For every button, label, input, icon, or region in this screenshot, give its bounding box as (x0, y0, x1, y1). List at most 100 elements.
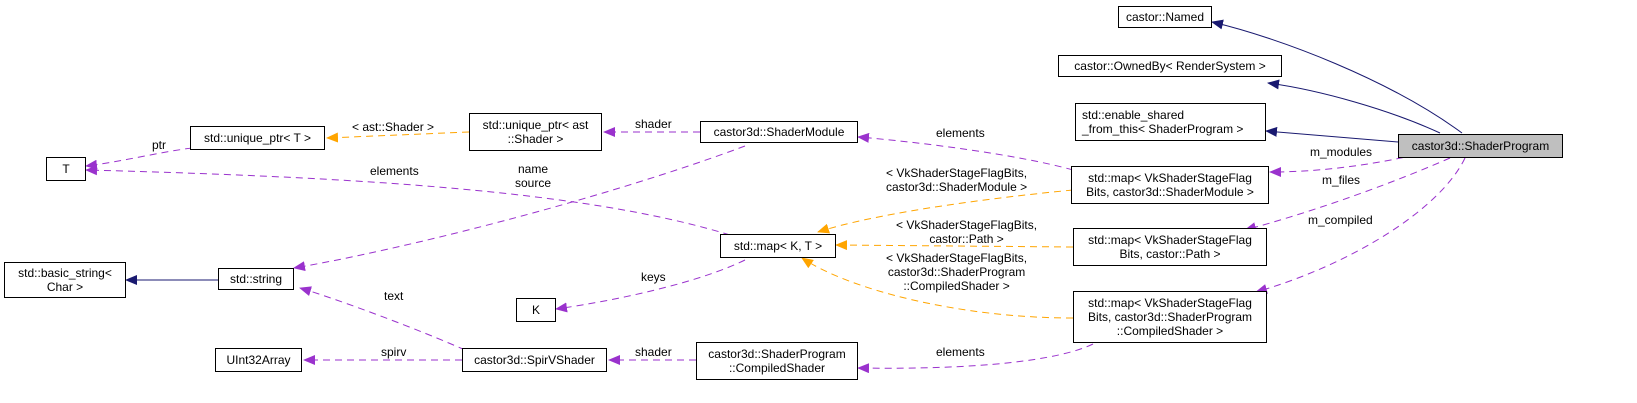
node-map-k-t-line: std::map< K, T > (733, 239, 823, 253)
node-map-k-t[interactable]: std::map< K, T > (720, 234, 836, 258)
label-elements-module-line: elements (936, 126, 985, 140)
label-tmpl-compiled: < VkShaderStageFlagBits,castor3d::Shader… (886, 251, 1027, 293)
node-map-shadermodule-line: Bits, castor3d::ShaderModule > (1086, 185, 1254, 199)
node-std-string-line: std::string (229, 272, 283, 286)
label-elements-module: elements (936, 126, 985, 140)
node-basic-string-char[interactable]: std::basic_string<Char > (4, 262, 126, 298)
node-castor3d-shaderprogram[interactable]: castor3d::ShaderProgram (1398, 134, 1563, 158)
node-enable-shared-from-this-line: std::enable_shared (1082, 108, 1185, 122)
node-t[interactable]: T (46, 157, 86, 181)
node-castor3d-spirvshader-line: castor3d::SpirVShader (474, 353, 595, 367)
label-ast-shader-line: < ast::Shader > (352, 120, 435, 134)
edge-m-files (1244, 157, 1451, 232)
label-shader-spirv-line: shader (635, 345, 672, 359)
label-tmpl-compiled-line: ::CompiledShader > (903, 279, 1010, 293)
label-ptr: ptr (152, 138, 166, 152)
label-m-compiled-line: m_compiled (1308, 213, 1373, 227)
node-castor3d-compiledshader-line: ::CompiledShader (728, 361, 826, 375)
label-tmpl-module: < VkShaderStageFlagBits,castor3d::Shader… (886, 166, 1027, 194)
label-spirv-line: spirv (381, 345, 407, 359)
node-k[interactable]: K (516, 298, 556, 322)
label-tmpl-path: < VkShaderStageFlagBits,castor::Path > (896, 218, 1037, 246)
node-map-shadermodule-line: std::map< VkShaderStageFlag (1088, 171, 1252, 185)
edge-tmpl-module (817, 189, 1074, 234)
label-elements-t-line: elements (370, 164, 419, 178)
label-m-modules-line: m_modules (1310, 145, 1373, 159)
node-basic-string-char-line: Char > (46, 280, 84, 294)
node-unique-ptr-ast-shader-line: ::Shader > (507, 132, 564, 146)
label-m-files-line: m_files (1322, 173, 1361, 187)
label-elements-compiled: elements (936, 345, 985, 359)
edge-name-source (293, 145, 746, 272)
label-text: text (384, 289, 403, 303)
node-unique-ptr-t-line: std::unique_ptr< T > (204, 131, 311, 145)
edge-tmpl-path (835, 240, 1074, 251)
node-uint32array[interactable]: UInt32Array (215, 348, 302, 372)
label-tmpl-compiled-line: castor3d::ShaderProgram (887, 265, 1026, 279)
edge-inherit-ownedby (1267, 79, 1441, 134)
node-castor-named-line: castor::Named (1125, 10, 1205, 24)
label-tmpl-compiled-line: < VkShaderStageFlagBits, (886, 251, 1028, 265)
node-enable-shared-from-this-line: _from_this< ShaderProgram > (1082, 122, 1244, 136)
node-unique-ptr-ast-shader[interactable]: std::unique_ptr< ast::Shader > (469, 113, 602, 151)
node-t-line: T (62, 162, 70, 176)
label-name-source-line: name (518, 162, 549, 176)
node-unique-ptr-t[interactable]: std::unique_ptr< T > (190, 126, 325, 150)
node-castor3d-shadermodule-line: castor3d::ShaderModule (713, 125, 845, 139)
node-unique-ptr-ast-shader-line: std::unique_ptr< ast (482, 118, 589, 132)
label-tmpl-path-line: < VkShaderStageFlagBits, (896, 218, 1038, 232)
edge-elements-compiled (857, 343, 1094, 374)
node-k-line: K (531, 303, 540, 317)
node-castor3d-compiledshader-line: castor3d::ShaderProgram (708, 347, 846, 361)
node-map-compiledshader-line: std::map< VkShaderStageFlag (1088, 296, 1252, 310)
label-keys-line: keys (641, 270, 666, 284)
node-basic-string-char-line: std::basic_string< (18, 266, 112, 280)
label-tmpl-path-line: castor::Path > (929, 232, 1004, 246)
node-castor-named[interactable]: castor::Named (1118, 6, 1212, 28)
label-m-files: m_files (1322, 173, 1360, 187)
label-spirv: spirv (381, 345, 406, 359)
label-text-line: text (384, 289, 404, 303)
node-map-path-line: std::map< VkShaderStageFlag (1088, 233, 1252, 247)
edge-text (299, 286, 466, 351)
label-shader-module: shader (635, 117, 672, 131)
node-uint32array-line: UInt32Array (226, 353, 291, 367)
edge-inherit-named (1211, 19, 1463, 134)
label-keys: keys (641, 270, 666, 284)
edge-elements-module (857, 132, 1074, 171)
node-map-path-line: Bits, castor::Path > (1119, 247, 1221, 261)
edge-keys (555, 259, 746, 313)
edge-m-compiled (1255, 157, 1466, 294)
node-castor3d-shadermodule[interactable]: castor3d::ShaderModule (700, 121, 858, 143)
label-tmpl-module-line: castor3d::ShaderModule > (886, 180, 1028, 194)
label-shader-spirv: shader (635, 345, 672, 359)
node-map-compiledshader-line: ::CompiledShader > (1116, 324, 1224, 338)
label-m-compiled: m_compiled (1308, 213, 1373, 227)
edge-tmpl-compiled (801, 257, 1074, 319)
label-name-source-line: source (515, 176, 552, 190)
label-elements-t: elements (370, 164, 419, 178)
node-castor3d-shaderprogram-line: castor3d::ShaderProgram (1411, 139, 1550, 153)
node-castor-ownedby[interactable]: castor::OwnedBy< RenderSystem > (1058, 55, 1282, 77)
node-castor-ownedby-line: castor::OwnedBy< RenderSystem > (1074, 59, 1266, 73)
node-std-string[interactable]: std::string (218, 268, 294, 290)
node-enable-shared-from-this[interactable]: std::enable_shared_from_this< ShaderProg… (1075, 103, 1266, 141)
node-castor3d-spirvshader[interactable]: castor3d::SpirVShader (462, 348, 607, 372)
label-elements-compiled-line: elements (936, 345, 985, 359)
label-m-modules: m_modules (1310, 145, 1372, 159)
label-tmpl-module-line: < VkShaderStageFlagBits, (886, 166, 1028, 180)
edge-elements-t (85, 165, 731, 236)
node-map-compiledshader-line: Bits, castor3d::ShaderProgram (1087, 310, 1253, 324)
edge-inherit-enable-shared (1265, 126, 1411, 144)
edge-m-modules (1269, 154, 1416, 177)
label-ast-shader: < ast::Shader > (352, 120, 434, 134)
label-ptr-line: ptr (152, 138, 167, 152)
label-shader-module-line: shader (635, 117, 672, 131)
node-castor3d-compiledshader[interactable]: castor3d::ShaderProgram::CompiledShader (696, 342, 858, 380)
edge-ptr (85, 147, 193, 170)
